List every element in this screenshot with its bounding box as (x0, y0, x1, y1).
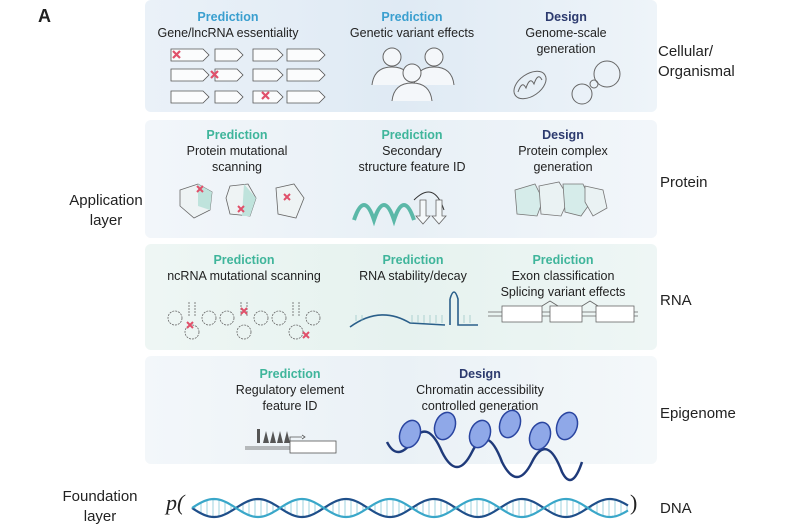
regulatory-element-illustration (245, 429, 337, 454)
task-line: Genetic variant effects (349, 26, 475, 40)
task-kind: Prediction (382, 253, 444, 267)
people-icon (371, 47, 455, 102)
task-kind: Prediction (197, 10, 259, 24)
task-line: Protein mutational (186, 144, 288, 158)
epigenome-panel (145, 356, 657, 464)
task-kind: Prediction (532, 253, 594, 267)
cellular-label: Cellular/ Organismal (658, 42, 735, 82)
task-line: Genome-scale (525, 26, 607, 40)
task-line: feature ID (262, 399, 318, 413)
label-line: layer (83, 508, 117, 524)
epigenome-label: Epigenome (660, 405, 736, 422)
dna-strand (191, 497, 629, 519)
gene-knockout-illustration (170, 48, 326, 104)
task-ncrna-scanning: Prediction ncRNA mutational scanning (167, 252, 321, 284)
formula-open: p( (166, 490, 185, 515)
task-line: generation (533, 160, 593, 174)
label-line: Foundation (62, 488, 138, 505)
secondary-structure-illustration (352, 191, 447, 227)
task-kind: Design (545, 10, 587, 24)
protein-complex-icon (514, 181, 608, 217)
dna-strand (194, 499, 628, 517)
protein-scanning-illustration (179, 183, 305, 219)
application-layer-label: Application layer (69, 191, 142, 231)
task-line: Splicing variant effects (500, 285, 626, 299)
formula-close: ) (630, 490, 638, 515)
task-kind: Design (542, 128, 584, 142)
dna-strand (191, 497, 629, 519)
task-line: ncRNA mutational scanning (167, 269, 321, 283)
task-kind: Prediction (206, 128, 268, 142)
rna-stability-illustration (349, 291, 478, 328)
protein-label: Protein (660, 174, 708, 191)
task-line: Protein complex (518, 144, 608, 158)
task-kind: Prediction (259, 367, 321, 381)
label-line: layer (89, 212, 123, 229)
panel-label: A (38, 6, 51, 26)
protein-panel (145, 120, 657, 238)
task-line: scanning (211, 160, 263, 174)
task-line: RNA stability/decay (359, 269, 467, 283)
dna-helix-icon (191, 497, 629, 519)
cell-mitochondria-icon (513, 60, 621, 105)
foundation-layer-label: Foundation layer (62, 487, 137, 524)
chromatin-illustration (385, 409, 584, 482)
task-kind: Design (459, 367, 501, 381)
task-line: Chromatin accessibility (416, 383, 544, 397)
task-line: generation (536, 42, 596, 56)
task-line: Gene/lncRNA essentiality (157, 26, 299, 40)
rna-panel (145, 244, 657, 350)
task-kind: Prediction (381, 10, 443, 24)
task-kind: Prediction (213, 253, 275, 267)
ncrna-scanning-illustration (167, 302, 321, 340)
task-kind: Prediction (381, 128, 443, 142)
label-line: Cellular/ (658, 43, 714, 60)
splicing-illustration (488, 300, 638, 323)
rna-label: RNA (660, 292, 692, 309)
task-line: controlled generation (421, 399, 539, 413)
dna-label: DNA (660, 500, 692, 517)
task-line: Regulatory element (235, 383, 345, 397)
task-line: Exon classification (511, 269, 615, 283)
label-line: Organismal (658, 63, 735, 80)
label-line: Application (69, 192, 143, 209)
task-line: Secondary (382, 144, 442, 158)
task-line: structure feature ID (358, 160, 466, 174)
